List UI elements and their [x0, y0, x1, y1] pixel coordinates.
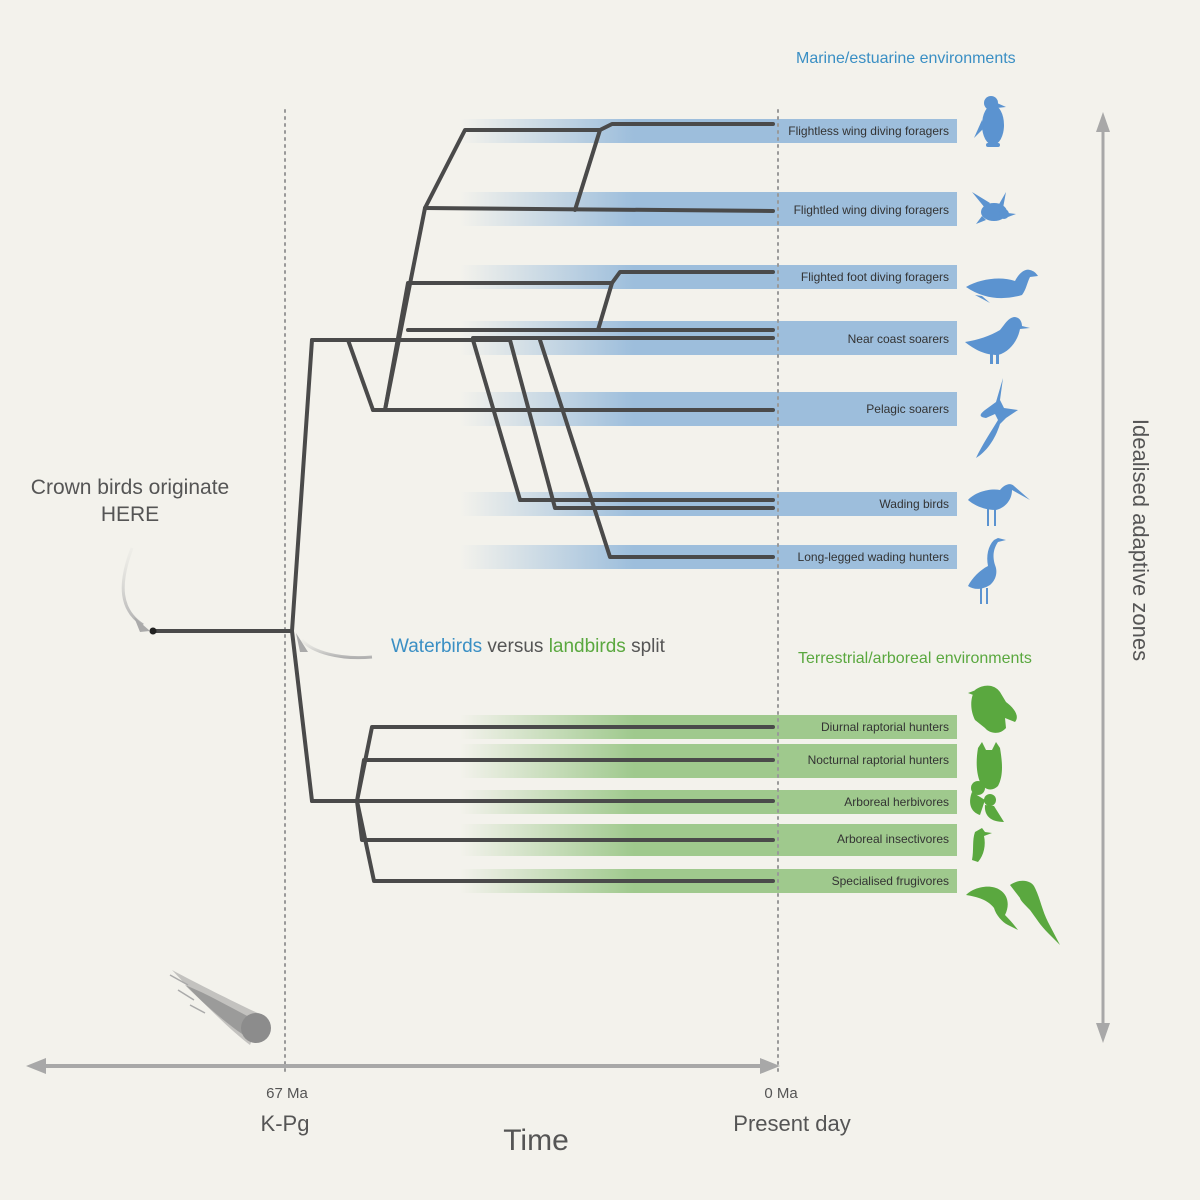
adaptive-zones-axis-title: Idealised adaptive zones — [1128, 418, 1153, 662]
sandpiper-icon — [968, 484, 1030, 526]
owl-icon — [976, 742, 1002, 790]
split-versus-word: versus — [482, 636, 549, 657]
split-annotation: Waterbirds versus landbirds split — [391, 636, 665, 658]
parrot-icon — [970, 781, 1004, 822]
split-arrowhead — [296, 633, 308, 652]
zone-label-foot-divers: Flighted foot diving foragers — [800, 270, 949, 284]
time-axis-left-arrowhead — [26, 1058, 46, 1074]
auk-icon — [972, 192, 1016, 224]
zone-label-wading-birds: Wading birds — [879, 497, 949, 511]
eagle-icon — [968, 685, 1017, 733]
water-loon-b — [596, 281, 614, 332]
time-axis — [26, 1058, 780, 1074]
zone-band-wading-birds — [460, 492, 957, 516]
root-split-branches — [290, 338, 314, 803]
zone-label-diurnal-raptors: Diurnal raptorial hunters — [820, 720, 949, 734]
zone-label-frugivores: Specialised frugivores — [831, 874, 949, 888]
gull-icon — [965, 317, 1030, 364]
crown-origin-arrowhead — [134, 617, 150, 632]
marine-heading: Marine/estuarine environments — [796, 50, 1016, 67]
kpg-age-label: 67 Ma — [266, 1085, 308, 1102]
zone-label-nocturnal-raptors: Nocturnal raptorial hunters — [807, 753, 949, 767]
zone-label-flighted-wing-divers: Flightled wing diving foragers — [793, 203, 949, 217]
asteroid-icon — [169, 970, 271, 1045]
hornbill-icon — [966, 880, 1060, 945]
water-gull-branch — [406, 328, 775, 340]
time-axis-right-arrowhead — [760, 1058, 780, 1074]
crown-origin-line1: Crown birds originate — [30, 476, 230, 499]
zones-axis-top-arrowhead — [1096, 112, 1110, 132]
split-end-word: split — [625, 636, 665, 657]
split-waterbirds-word: Waterbirds — [391, 636, 483, 657]
zones-axis-bottom-arrowhead — [1096, 1023, 1110, 1043]
water-heron-branch — [538, 338, 775, 559]
kpg-name-label: K-Pg — [260, 1111, 310, 1136]
split-landbirds-word: landbirds — [548, 636, 626, 657]
time-axis-title: Time — [503, 1124, 569, 1157]
crown-origin-arrow — [121, 547, 144, 627]
crown-origin-annotation: Crown birds originate HERE — [10, 474, 250, 528]
terrestrial-heading: Terrestrial/arboreal environments — [798, 650, 1032, 667]
water-auk-branch — [423, 206, 775, 213]
zone-label-wading-hunters: Long-legged wading hunters — [797, 550, 949, 564]
loon-icon — [966, 269, 1038, 303]
split-arrow — [300, 638, 373, 660]
zone-label-arboreal-insectivores: Arboreal insectivores — [836, 832, 949, 846]
zone-label-arboreal-herbivores: Arboreal herbivores — [844, 795, 949, 809]
present-name-label: Present day — [733, 1111, 851, 1136]
zone-label-flightless-wing-divers: Flightless wing diving foragers — [788, 124, 949, 138]
penguin-icon — [974, 96, 1006, 147]
present-age-label: 0 Ma — [764, 1085, 798, 1102]
land-bird-icons — [966, 685, 1060, 945]
phylogenetic-tree — [151, 122, 775, 883]
zone-label-pelagic-soarers: Pelagic soarers — [866, 402, 949, 416]
marine-bird-icons — [965, 96, 1038, 604]
water-penguin-sister — [573, 128, 602, 212]
land-raptor-branches — [355, 725, 775, 803]
crown-origin-line2: HERE — [100, 503, 160, 526]
heron-icon — [968, 538, 1006, 604]
land-frugivore-branch — [355, 799, 775, 883]
songbird-icon — [972, 828, 992, 862]
crown-origin-node — [149, 627, 157, 635]
water-wader-branch — [471, 338, 775, 510]
adaptive-zones-axis — [1096, 112, 1110, 1043]
zone-label-near-coast-soarers: Near coast soarers — [847, 332, 949, 346]
albatross-icon — [976, 378, 1018, 458]
